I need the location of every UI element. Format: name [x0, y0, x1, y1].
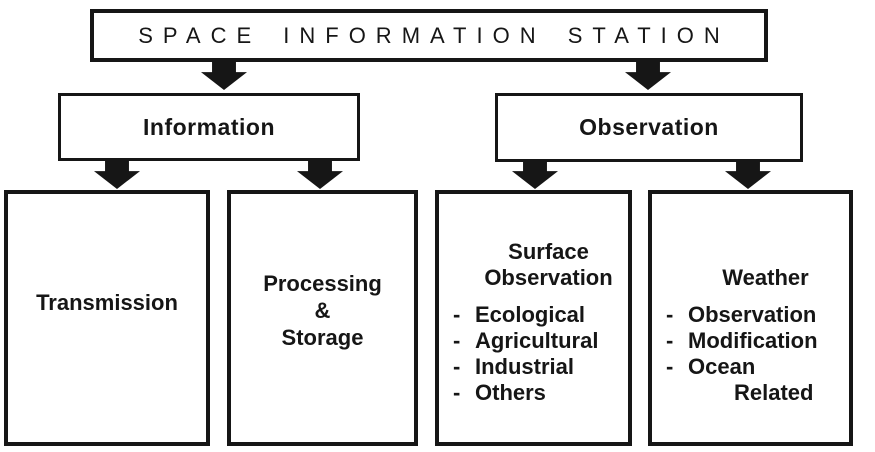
dash-bullet: -: [453, 354, 461, 379]
surface-observation-heading: Surface Observation: [439, 194, 628, 291]
dash-bullet: -: [666, 354, 674, 379]
leaf-box-weather: Weather - Observation - Modification - O…: [648, 190, 853, 446]
branch-observation-label: Observation: [579, 114, 719, 140]
dash-bullet: -: [453, 328, 461, 353]
list-item-continuation: Related: [666, 380, 849, 406]
leaf-box-transmission: Transmission: [4, 190, 210, 446]
list-item-label: Industrial: [475, 354, 575, 379]
list-item: - Modification: [666, 328, 849, 354]
list-item: - Ecological: [453, 302, 628, 328]
surface-observation-list: - Ecological - Agricultural - Industrial…: [439, 302, 628, 406]
dash-bullet: -: [666, 302, 674, 327]
bullet-spacer: [666, 380, 688, 406]
heading-line: Surface: [508, 239, 589, 264]
list-item-label: Observation: [688, 302, 817, 327]
dash-bullet: -: [666, 328, 674, 353]
list-item-label: Others: [475, 380, 546, 405]
branch-box-information: Information: [58, 93, 360, 161]
processing-line: Processing: [263, 270, 382, 296]
down-arrow-icon: [297, 161, 343, 189]
weather-heading: Weather: [652, 194, 849, 291]
weather-list: - Observation - Modification - Ocean Rel…: [652, 302, 849, 406]
down-arrow-icon: [94, 161, 140, 189]
transmission-label: Transmission: [36, 290, 178, 315]
storage-line: Storage: [281, 324, 364, 350]
down-arrow-icon: [512, 161, 558, 189]
list-item: - Observation: [666, 302, 849, 328]
heading-line: Observation: [484, 265, 613, 290]
down-arrow-icon: [725, 161, 771, 189]
leaf-box-processing-storage: Processing & Storage: [227, 190, 418, 446]
list-item: - Industrial: [453, 354, 628, 380]
list-item-label: Ecological: [475, 302, 586, 327]
leaf-box-surface-observation: Surface Observation - Ecological - Agric…: [435, 190, 632, 446]
list-item-label: Agricultural: [475, 328, 599, 353]
root-box-label: SPACE INFORMATION STATION: [138, 22, 730, 48]
processing-storage-label: Processing & Storage: [263, 270, 382, 351]
list-item: - Agricultural: [453, 328, 628, 354]
down-arrow-icon: [625, 62, 671, 90]
list-item: - Others: [453, 380, 628, 406]
list-item-label: Modification: [688, 328, 818, 353]
dash-bullet: -: [453, 380, 461, 405]
branch-information-label: Information: [143, 113, 275, 140]
list-item: - Ocean: [666, 354, 849, 380]
root-box: SPACE INFORMATION STATION: [90, 9, 768, 62]
ampersand-line: &: [314, 297, 331, 323]
heading-line: Weather: [722, 265, 809, 290]
list-item-wrap-label: Related: [734, 380, 814, 405]
down-arrow-icon: [201, 62, 247, 90]
list-item-label: Ocean: [688, 354, 756, 379]
dash-bullet: -: [453, 302, 461, 327]
branch-box-observation: Observation: [495, 93, 803, 162]
